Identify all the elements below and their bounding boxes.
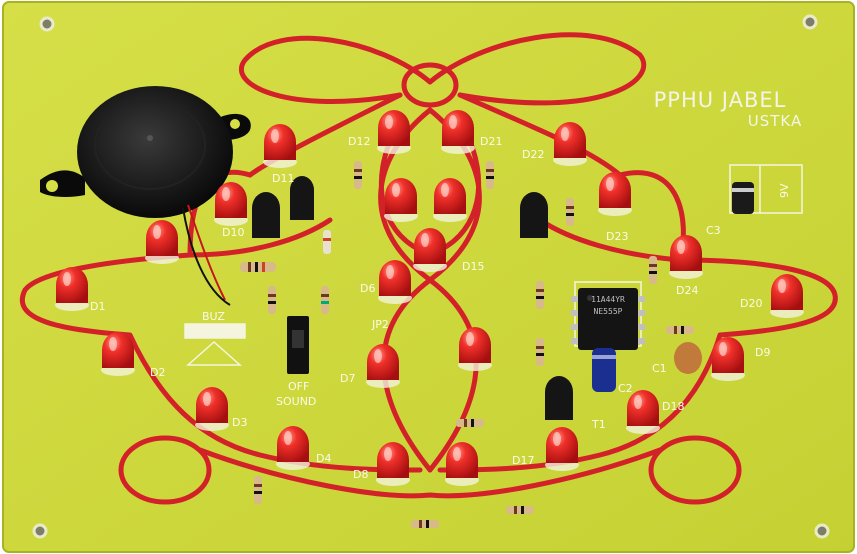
led-icon xyxy=(384,178,418,222)
led-icon xyxy=(433,178,467,222)
resistor-icon xyxy=(323,230,331,254)
switch-icon xyxy=(287,316,309,374)
mounting-hole-icon xyxy=(32,523,48,539)
resistor-icon xyxy=(254,476,262,504)
label-d2: D2 xyxy=(150,366,165,379)
label-d10: D10 xyxy=(222,226,244,239)
label-d1: D1 xyxy=(90,300,105,313)
capacitors xyxy=(592,182,754,392)
transistor-icon xyxy=(252,192,280,238)
ic-marking-1: 11A44YR xyxy=(591,295,625,304)
label-t1: T1 xyxy=(591,418,606,431)
label-c3: C3 xyxy=(706,224,721,237)
transistor-icon xyxy=(545,376,573,420)
mounting-hole-icon xyxy=(814,523,830,539)
capacitor-icon xyxy=(674,342,702,374)
resistor-icon xyxy=(536,338,544,366)
label-d4: D4 xyxy=(316,452,331,465)
label-d18: D18 xyxy=(662,400,684,413)
led-icon xyxy=(598,172,632,216)
resistor-icon xyxy=(240,262,276,272)
label-sound: SOUND xyxy=(276,395,316,408)
label-d17: D17 xyxy=(512,454,534,467)
resistors xyxy=(240,161,694,528)
led-icon xyxy=(377,110,411,154)
resistor-icon xyxy=(354,161,362,189)
led-icon xyxy=(669,235,703,279)
led-icon xyxy=(276,426,310,470)
label-d22: D22 xyxy=(522,148,544,161)
resistor-icon xyxy=(506,506,534,514)
led-icon xyxy=(378,260,412,304)
label-d12: D12 xyxy=(348,135,370,148)
label-d6: D6 xyxy=(360,282,375,295)
label-d3: D3 xyxy=(232,416,247,429)
mounting-hole-icon xyxy=(802,14,818,30)
resistor-icon xyxy=(268,286,276,314)
led-icon xyxy=(445,442,479,486)
led-icon xyxy=(626,390,660,434)
mounting-hole-icon xyxy=(39,16,55,32)
label-c1: C1 xyxy=(652,362,667,375)
brand-name: PPHU JABEL xyxy=(654,88,787,112)
led-icon xyxy=(214,182,248,226)
capacitor-icon xyxy=(732,182,754,214)
capacitor-icon xyxy=(592,348,616,392)
label-buz: BUZ xyxy=(202,310,225,323)
resistor-icon xyxy=(649,256,657,284)
bell-traces xyxy=(20,32,838,505)
leds xyxy=(55,110,804,486)
led-icon xyxy=(195,387,229,431)
resistor-icon xyxy=(456,419,484,427)
resistor-icon xyxy=(566,198,574,226)
transistor-icon xyxy=(520,192,548,238)
ic-marking-2: NE555P xyxy=(594,307,623,316)
transistors xyxy=(252,176,573,420)
led-icon xyxy=(376,442,410,486)
led-icon xyxy=(366,344,400,388)
led-icon xyxy=(413,228,447,272)
resistor-icon xyxy=(411,520,439,528)
led-icon xyxy=(441,110,475,154)
label-d15: D15 xyxy=(462,260,484,273)
resistor-icon xyxy=(486,161,494,189)
resistor-icon xyxy=(536,281,544,309)
label-d21: D21 xyxy=(480,135,502,148)
component-labels: D1 D2 D3 D4 D6 D7 D8 D9 D10 D11 D12 D15 … xyxy=(90,135,791,481)
led-icon xyxy=(545,427,579,471)
label-d8: D8 xyxy=(353,468,368,481)
label-9v: 9V xyxy=(778,183,791,198)
transistor-icon xyxy=(290,176,314,220)
buzzer-icon xyxy=(40,86,251,306)
led-icon xyxy=(101,332,135,376)
led-icon xyxy=(770,274,804,318)
led-icon xyxy=(55,267,89,311)
label-d9: D9 xyxy=(755,346,770,359)
resistor-icon xyxy=(666,326,694,334)
mounting-holes xyxy=(32,14,830,539)
ic-chip-icon: 11A44YR NE555P xyxy=(571,288,645,350)
label-d24: D24 xyxy=(676,284,698,297)
label-d11: D11 xyxy=(272,172,294,185)
label-jp2: JP2 xyxy=(371,318,389,331)
led-icon xyxy=(145,220,179,264)
label-d23: D23 xyxy=(606,230,628,243)
label-off: OFF xyxy=(288,380,309,393)
resistor-icon xyxy=(321,286,329,314)
led-icon xyxy=(458,327,492,371)
label-d7: D7 xyxy=(340,372,355,385)
led-icon xyxy=(553,122,587,166)
label-d20: D20 xyxy=(740,297,762,310)
brand-city: USTKA xyxy=(748,112,803,130)
led-icon xyxy=(263,124,297,168)
label-c2: C2 xyxy=(618,382,633,395)
led-icon xyxy=(711,337,745,381)
